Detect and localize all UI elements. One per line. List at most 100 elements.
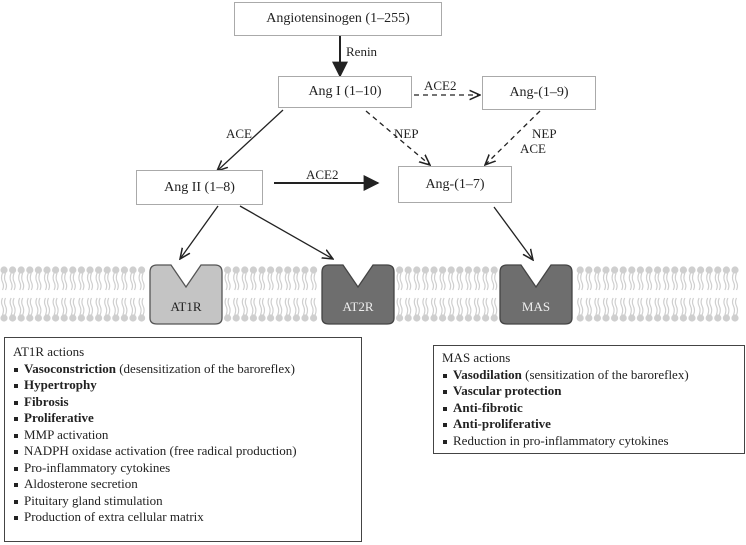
lipid-tail	[577, 272, 584, 291]
action-item-lead: NADPH oxidase activation (free radical p…	[24, 443, 297, 458]
lipid-tail	[482, 272, 489, 291]
lipid-head	[722, 314, 731, 322]
lipid-head	[430, 266, 438, 274]
lipid-head	[224, 314, 232, 322]
lipid-head	[267, 266, 275, 274]
lipid-head	[636, 314, 645, 322]
lipid-tail	[69, 272, 76, 291]
lipid-head	[679, 266, 688, 274]
lipid-head	[310, 266, 318, 274]
lipid-head	[482, 314, 490, 322]
lipid-tail	[241, 297, 248, 316]
lipid-tail	[112, 272, 119, 291]
lipid-tail	[645, 272, 653, 291]
lipid-head	[404, 266, 412, 274]
lipid-head	[275, 266, 283, 274]
lipid-head	[26, 266, 34, 274]
lipid-tail	[224, 297, 231, 316]
lipid-tail	[9, 272, 16, 291]
lipid-head	[421, 266, 429, 274]
lipid-tail	[258, 272, 266, 291]
nep-ace-right-arrow	[485, 110, 541, 165]
lipid-tail	[396, 297, 403, 316]
cell-membrane	[0, 266, 739, 322]
action-item: Vasodilation (sensitization of the baror…	[442, 367, 736, 384]
lipid-tail	[611, 272, 618, 291]
node-ang-i: Ang I (1–10)	[278, 76, 412, 108]
lipid-tail	[671, 272, 678, 291]
lipid-head	[645, 266, 653, 274]
action-item: Reduction in pro-inflammatory cytokines	[442, 433, 736, 450]
lipid-tail	[706, 272, 713, 291]
lipid-head	[490, 314, 498, 322]
lipid-head	[679, 314, 688, 322]
lipid-head	[619, 266, 627, 274]
lipid-tail	[258, 297, 266, 316]
lipid-tail	[301, 297, 309, 316]
lipid-head	[112, 314, 120, 322]
lipid-head	[456, 314, 464, 322]
action-item-lead: Hypertrophy	[24, 377, 97, 392]
lipid-tail	[43, 272, 51, 291]
lipid-head	[697, 314, 705, 322]
label-ace-right: ACE	[520, 141, 546, 156]
lipid-head	[688, 314, 696, 322]
lipid-tail	[637, 297, 644, 316]
lipid-head	[86, 314, 94, 322]
lipid-tail	[310, 297, 317, 316]
action-item: Proliferative	[13, 410, 353, 427]
lipid-tail	[0, 272, 8, 291]
label-nep-right: NEP	[532, 126, 557, 141]
lipid-tail	[628, 272, 635, 291]
lipid-head	[473, 314, 481, 322]
lipid-head	[43, 266, 51, 274]
lipid-tail	[405, 272, 412, 291]
lipid-head	[34, 314, 43, 322]
lipid-tail	[241, 272, 248, 291]
lipid-tail	[688, 272, 696, 291]
lipid-tail	[723, 272, 730, 291]
lipid-head	[292, 266, 300, 274]
lipid-tail	[129, 297, 137, 316]
lipid-head	[705, 266, 713, 274]
at1r-actions-list: Vasoconstriction (desensitization of the…	[13, 361, 353, 526]
lipid-tail	[78, 297, 85, 316]
lipid-tail	[448, 297, 455, 316]
lipid-tail	[95, 297, 102, 316]
lipid-head	[52, 314, 60, 322]
lipid-head	[654, 314, 662, 322]
lipid-tail	[577, 297, 584, 316]
action-item: Hypertrophy	[13, 377, 353, 394]
lipid-tail	[473, 272, 481, 291]
lipid-head	[69, 266, 77, 274]
lipid-tail	[250, 272, 257, 291]
lipid-head	[671, 266, 679, 274]
lipid-tail	[697, 272, 704, 291]
lipid-head	[430, 314, 438, 322]
lipid-head	[258, 266, 266, 274]
lipid-head	[611, 266, 619, 274]
action-item: Vascular protection	[442, 383, 736, 400]
lipid-head	[628, 314, 636, 322]
lipid-head	[9, 314, 17, 322]
lipid-head	[705, 314, 713, 322]
lipid-head	[619, 314, 627, 322]
lipid-head	[645, 314, 653, 322]
action-item: Fibrosis	[13, 394, 353, 411]
node-ang-1-9: Ang-(1–9)	[482, 76, 596, 110]
action-item-lead: Pituitary gland stimulation	[24, 492, 163, 508]
label-ace2-top: ACE2	[424, 78, 457, 93]
lipid-tail	[620, 297, 627, 316]
lipid-tail	[439, 272, 446, 291]
ang17-mas-arrow	[493, 206, 533, 260]
at1r-receptor	[149, 264, 223, 325]
lipid-tail	[430, 272, 438, 291]
action-item: Pro-inflammatory cytokines	[13, 460, 353, 477]
at1r-label: AT1R	[170, 299, 202, 314]
lipid-head	[439, 266, 447, 274]
lipid-tail	[628, 297, 635, 316]
lipid-head	[310, 314, 318, 322]
lipid-head	[77, 314, 85, 322]
lipid-head	[241, 266, 249, 274]
lipid-tail	[104, 272, 111, 291]
